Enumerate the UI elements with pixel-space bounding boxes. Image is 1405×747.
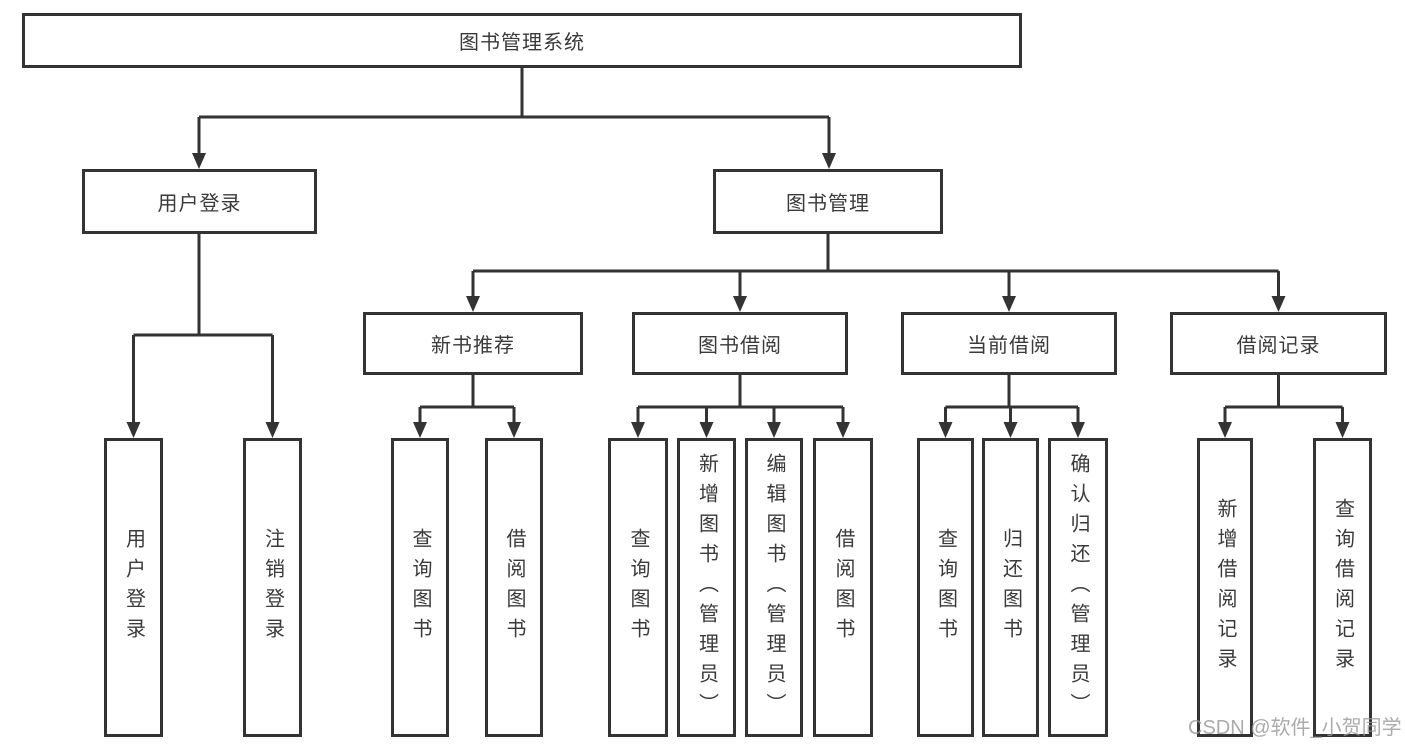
leaf-query-books-borrowing: 查询图书 (608, 438, 668, 737)
node-book-management: 图书管理 (713, 169, 943, 234)
node-label: 注销登录 (261, 527, 284, 648)
node-root-system: 图书管理系统 (22, 13, 1022, 68)
leaf-edit-book-admin: 编辑图书（管理员） (745, 438, 803, 737)
node-label: 借阅记录 (1236, 335, 1321, 357)
leaf-borrow-books-recommend: 借阅图书 (485, 438, 543, 737)
leaf-query-books-current: 查询图书 (917, 438, 974, 737)
node-label: 查询图书 (627, 527, 649, 648)
node-label: 用户登录 (122, 527, 145, 648)
node-label: 编辑图书（管理员） (763, 452, 785, 723)
leaf-user-login: 用户登录 (104, 438, 163, 737)
leaf-return-books: 归还图书 (982, 438, 1039, 737)
node-label: 新增借阅记录 (1214, 497, 1236, 678)
leaf-add-borrow-record: 新增借阅记录 (1197, 438, 1253, 737)
node-label: 借阅图书 (503, 527, 525, 648)
leaf-query-borrow-record: 查询借阅记录 (1313, 438, 1372, 737)
node-new-book-recommendation: 新书推荐 (363, 312, 583, 375)
leaf-add-book-admin: 新增图书（管理员） (677, 438, 736, 737)
leaf-confirm-return-admin: 确认归还（管理员） (1048, 438, 1108, 737)
node-label: 图书借阅 (698, 335, 782, 357)
node-label: 查询图书 (934, 527, 957, 648)
node-book-borrowing: 图书借阅 (632, 312, 848, 375)
watermark: CSDN @软件_小贺同学 (1188, 717, 1402, 739)
leaf-query-books-recommend: 查询图书 (391, 438, 449, 737)
arrowhead-icons (126, 153, 1350, 438)
node-label: 查询借阅记录 (1331, 497, 1354, 678)
node-label: 当前借阅 (967, 335, 1051, 357)
node-borrowing-records: 借阅记录 (1170, 312, 1387, 375)
node-label: 确认归还（管理员） (1067, 452, 1089, 723)
node-label: 图书管理 (786, 193, 870, 215)
node-label: 图书管理系统 (459, 32, 585, 54)
node-user-login: 用户登录 (82, 169, 317, 234)
node-label: 新增图书（管理员） (695, 452, 718, 723)
node-label: 归还图书 (999, 527, 1022, 648)
node-label: 查询图书 (409, 527, 431, 648)
leaf-borrow-books-borrowing: 借阅图书 (813, 438, 873, 737)
node-label: 用户登录 (157, 193, 242, 215)
leaf-logout: 注销登录 (243, 438, 302, 737)
node-current-borrowing: 当前借阅 (901, 312, 1117, 375)
node-label: 借阅图书 (832, 527, 854, 648)
node-label: 新书推荐 (431, 335, 515, 357)
